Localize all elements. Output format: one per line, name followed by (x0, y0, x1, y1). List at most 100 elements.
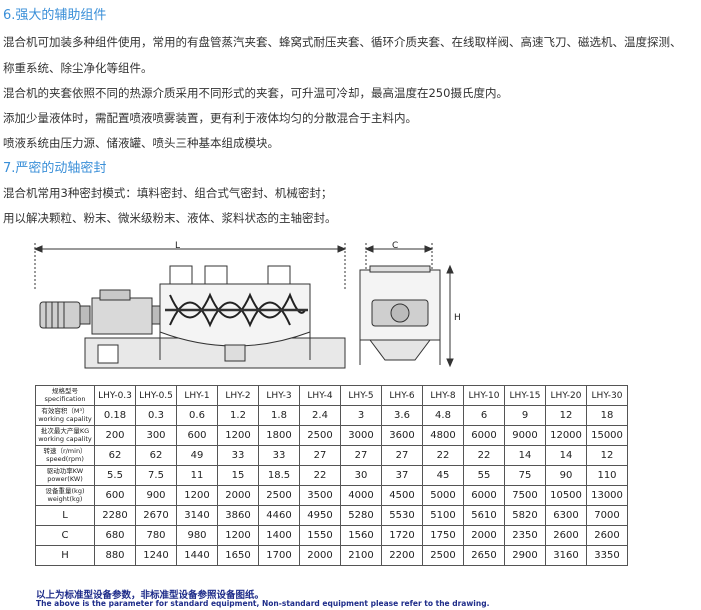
table-cell: 5820 (504, 505, 546, 526)
table-cell: 13000 (586, 485, 628, 506)
section-6-paragraph-2: 混合机的夹套依照不同的热源介质采用不同形式的夹套，可升温可冷却，最高温度在250… (3, 86, 508, 100)
table-cell: 1.8 (258, 405, 300, 426)
table-cell: 1800 (258, 425, 300, 446)
table-cell: 1720 (381, 525, 423, 546)
table-cell: 1400 (258, 525, 300, 546)
row-label: 批次最大产量KG working capality (35, 425, 95, 446)
table-cell: 2600 (545, 525, 587, 546)
table-cell: 1200 (217, 525, 259, 546)
table-header-label: 规格型号 specification (35, 385, 95, 406)
table-cell: 2650 (463, 545, 505, 566)
section-6-title: 6.强大的辅助组件 (3, 8, 107, 23)
table-cell: 2500 (258, 485, 300, 506)
row-label: 有效容积（M³）working capality (35, 405, 95, 426)
model-header-cell: LHY-5 (340, 385, 382, 406)
table-cell: 3600 (381, 425, 423, 446)
note-chinese: 以上为标准型设备参数，非标准型设备参照设备图纸。 (36, 590, 265, 601)
table-cell: 5100 (422, 505, 464, 526)
table-cell: 980 (176, 525, 218, 546)
table-cell: 3500 (299, 485, 341, 506)
table-cell: 9 (504, 405, 546, 426)
table-cell: 18 (586, 405, 628, 426)
table-cell: 5.5 (94, 465, 136, 486)
row-label: 驱动功率KW power(KW) (35, 465, 95, 486)
table-cell: 3860 (217, 505, 259, 526)
model-header-cell: LHY-4 (299, 385, 341, 406)
table-cell: 18.5 (258, 465, 300, 486)
dimension-H-label: H (454, 313, 461, 323)
table-cell: 1240 (135, 545, 177, 566)
table-cell: 12 (586, 445, 628, 466)
model-header-cell: LHY-1 (176, 385, 218, 406)
table-cell: 12 (545, 405, 587, 426)
table-cell: 14 (504, 445, 546, 466)
table-cell: 0.18 (94, 405, 136, 426)
table-cell: 1200 (217, 425, 259, 446)
model-header-cell: LHY-20 (545, 385, 587, 406)
table-cell: 1200 (176, 485, 218, 506)
table-cell: 2900 (504, 545, 546, 566)
table-cell: 2500 (299, 425, 341, 446)
section-7-title: 7.严密的动轴密封 (3, 161, 107, 176)
table-cell: 3.6 (381, 405, 423, 426)
table-cell: 5530 (381, 505, 423, 526)
model-header-cell: LHY-0.3 (94, 385, 136, 406)
table-cell: 4950 (299, 505, 341, 526)
table-cell: 6300 (545, 505, 587, 526)
table-cell: 0.6 (176, 405, 218, 426)
table-cell: 2670 (135, 505, 177, 526)
table-cell: 45 (422, 465, 464, 486)
section-7-paragraph-2: 用以解决颗粒、粉末、微米级粉末、液体、浆料状态的主轴密封。 (3, 211, 337, 225)
table-cell: 7000 (586, 505, 628, 526)
model-header-cell: LHY-6 (381, 385, 423, 406)
table-cell: 680 (94, 525, 136, 546)
section-6-paragraph-1b: 称重系统、除尘净化等组件。 (3, 61, 153, 75)
row-label: H (35, 545, 95, 566)
table-cell: 22 (422, 445, 464, 466)
section-7-paragraph-1: 混合机常用3种密封模式：填料密封、组合式气密封、机械密封； (3, 186, 333, 200)
table-cell: 7500 (504, 485, 546, 506)
model-header-cell: LHY-30 (586, 385, 628, 406)
row-label: L (35, 505, 95, 526)
row-label: 设备重量(kg) weight(kg) (35, 485, 95, 506)
table-cell: 14 (545, 445, 587, 466)
section-6-paragraph-1: 混合机可加装多种组件使用，常用的有盘管蒸汽夹套、蜂窝式耐压夹套、循环介质夹套、在… (3, 35, 682, 49)
table-cell: 110 (586, 465, 628, 486)
table-cell: 22 (463, 445, 505, 466)
table-cell: 3350 (586, 545, 628, 566)
model-header-cell: LHY-15 (504, 385, 546, 406)
table-cell: 10500 (545, 485, 587, 506)
row-label: C (35, 525, 95, 546)
table-cell: 5280 (340, 505, 382, 526)
table-cell: 55 (463, 465, 505, 486)
table-cell: 49 (176, 445, 218, 466)
table-cell: 4500 (381, 485, 423, 506)
table-cell: 1.2 (217, 405, 259, 426)
table-cell: 0.3 (135, 405, 177, 426)
table-cell: 11 (176, 465, 218, 486)
table-cell: 4000 (340, 485, 382, 506)
model-header-cell: LHY-2 (217, 385, 259, 406)
table-cell: 2500 (422, 545, 464, 566)
table-cell: 3 (340, 405, 382, 426)
table-cell: 4.8 (422, 405, 464, 426)
table-cell: 2000 (463, 525, 505, 546)
table-cell: 1560 (340, 525, 382, 546)
dimension-C-label: C (392, 241, 398, 251)
table-cell: 27 (299, 445, 341, 466)
table-cell: 2100 (340, 545, 382, 566)
section-6-paragraph-3: 添加少量液体时，需配置喷液喷雾装置，更有利于液体均匀的分散混合于主料内。 (3, 111, 417, 125)
table-cell: 1440 (176, 545, 218, 566)
table-cell: 33 (258, 445, 300, 466)
table-cell: 300 (135, 425, 177, 446)
table-cell: 3140 (176, 505, 218, 526)
table-cell: 1750 (422, 525, 464, 546)
table-cell: 15 (217, 465, 259, 486)
model-header-cell: LHY-0.5 (135, 385, 177, 406)
